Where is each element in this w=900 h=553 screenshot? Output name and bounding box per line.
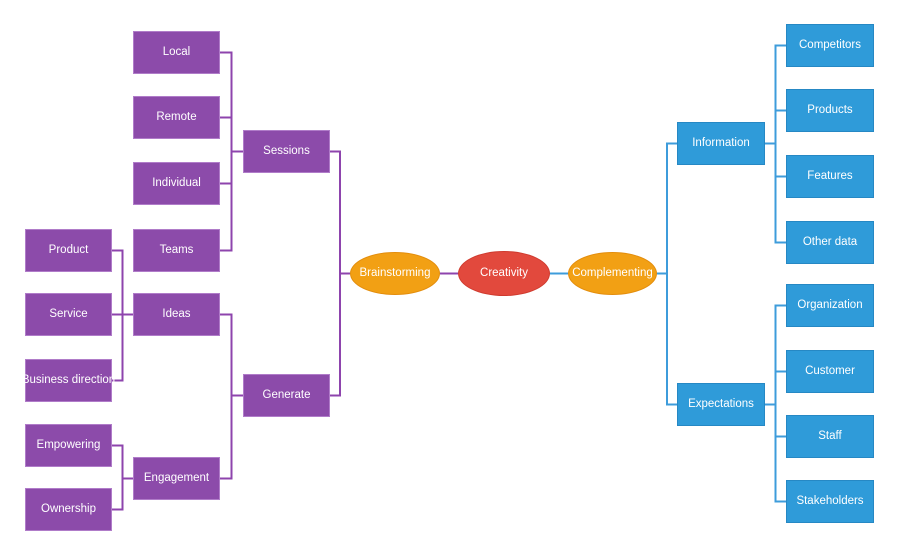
- node-label: Local: [162, 46, 191, 59]
- node-label: Business direction: [21, 374, 116, 387]
- node-complementing[interactable]: Complementing: [568, 252, 657, 295]
- edge-ownership-engagement: [112, 477, 133, 511]
- node-staff[interactable]: Staff: [786, 415, 874, 458]
- edge-customer-expectations: [765, 370, 786, 406]
- node-label: Generate: [262, 389, 311, 402]
- node-label: Ideas: [162, 308, 191, 321]
- node-label: Creativity: [480, 267, 528, 280]
- node-features[interactable]: Features: [786, 155, 874, 198]
- node-label: Expectations: [688, 398, 754, 411]
- node-information[interactable]: Information: [677, 122, 765, 165]
- node-creativity[interactable]: Creativity: [458, 251, 550, 296]
- edge-teams-sessions: [220, 150, 243, 252]
- edge-engagement-generate: [220, 394, 243, 480]
- node-label: Customer: [805, 365, 855, 378]
- node-label: Product: [48, 244, 89, 257]
- node-customer[interactable]: Customer: [786, 350, 874, 393]
- node-label: Complementing: [572, 267, 653, 280]
- node-individual[interactable]: Individual: [133, 162, 220, 205]
- node-label: Staff: [818, 430, 842, 443]
- node-remote[interactable]: Remote: [133, 96, 220, 139]
- node-products[interactable]: Products: [786, 89, 874, 132]
- node-service[interactable]: Service: [25, 293, 112, 336]
- node-label: Ownership: [41, 503, 96, 516]
- node-label: Teams: [159, 244, 194, 257]
- edge-expectations-complementing: [657, 272, 677, 406]
- edge-products-information: [765, 109, 786, 145]
- node-expectations[interactable]: Expectations: [677, 383, 765, 426]
- node-label: Organization: [797, 299, 863, 312]
- node-product[interactable]: Product: [25, 229, 112, 272]
- node-teams[interactable]: Teams: [133, 229, 220, 272]
- node-label: Individual: [152, 177, 201, 190]
- edge-product-ideas: [112, 249, 133, 316]
- node-empowering[interactable]: Empowering: [25, 424, 112, 467]
- node-label: Information: [692, 137, 750, 150]
- node-business-direction[interactable]: Business direction: [21, 359, 116, 402]
- node-local[interactable]: Local: [133, 31, 220, 74]
- node-label: Brainstorming: [359, 267, 431, 280]
- node-label: Empowering: [36, 439, 101, 452]
- edge-generate-brainstorming: [330, 272, 350, 397]
- node-label: Stakeholders: [796, 495, 864, 508]
- edge-business-direction-ideas: [112, 313, 133, 382]
- node-label: Sessions: [263, 145, 310, 158]
- node-generate[interactable]: Generate: [243, 374, 330, 417]
- edge-remote-sessions: [220, 116, 243, 153]
- node-label: Products: [807, 104, 853, 117]
- node-competitors[interactable]: Competitors: [786, 24, 874, 67]
- node-ideas[interactable]: Ideas: [133, 293, 220, 336]
- node-label: Other data: [802, 236, 858, 249]
- edge-other-data-information: [765, 142, 786, 244]
- node-label: Remote: [156, 111, 197, 124]
- node-engagement[interactable]: Engagement: [133, 457, 220, 500]
- node-stakeholders[interactable]: Stakeholders: [786, 480, 874, 523]
- edge-information-complementing: [657, 142, 677, 275]
- edge-sessions-brainstorming: [330, 150, 350, 275]
- node-brainstorming[interactable]: Brainstorming: [350, 252, 440, 295]
- node-sessions[interactable]: Sessions: [243, 130, 330, 173]
- edge-ideas-generate: [220, 313, 243, 397]
- node-label: Engagement: [143, 472, 210, 485]
- node-organization[interactable]: Organization: [786, 284, 874, 327]
- node-other-data[interactable]: Other data: [786, 221, 874, 264]
- node-label: Features: [807, 170, 853, 183]
- node-label: Competitors: [799, 39, 861, 52]
- edge-empowering-engagement: [112, 444, 133, 480]
- edge-stakeholders-expectations: [765, 403, 786, 503]
- node-label: Service: [49, 308, 88, 321]
- node-ownership[interactable]: Ownership: [25, 488, 112, 531]
